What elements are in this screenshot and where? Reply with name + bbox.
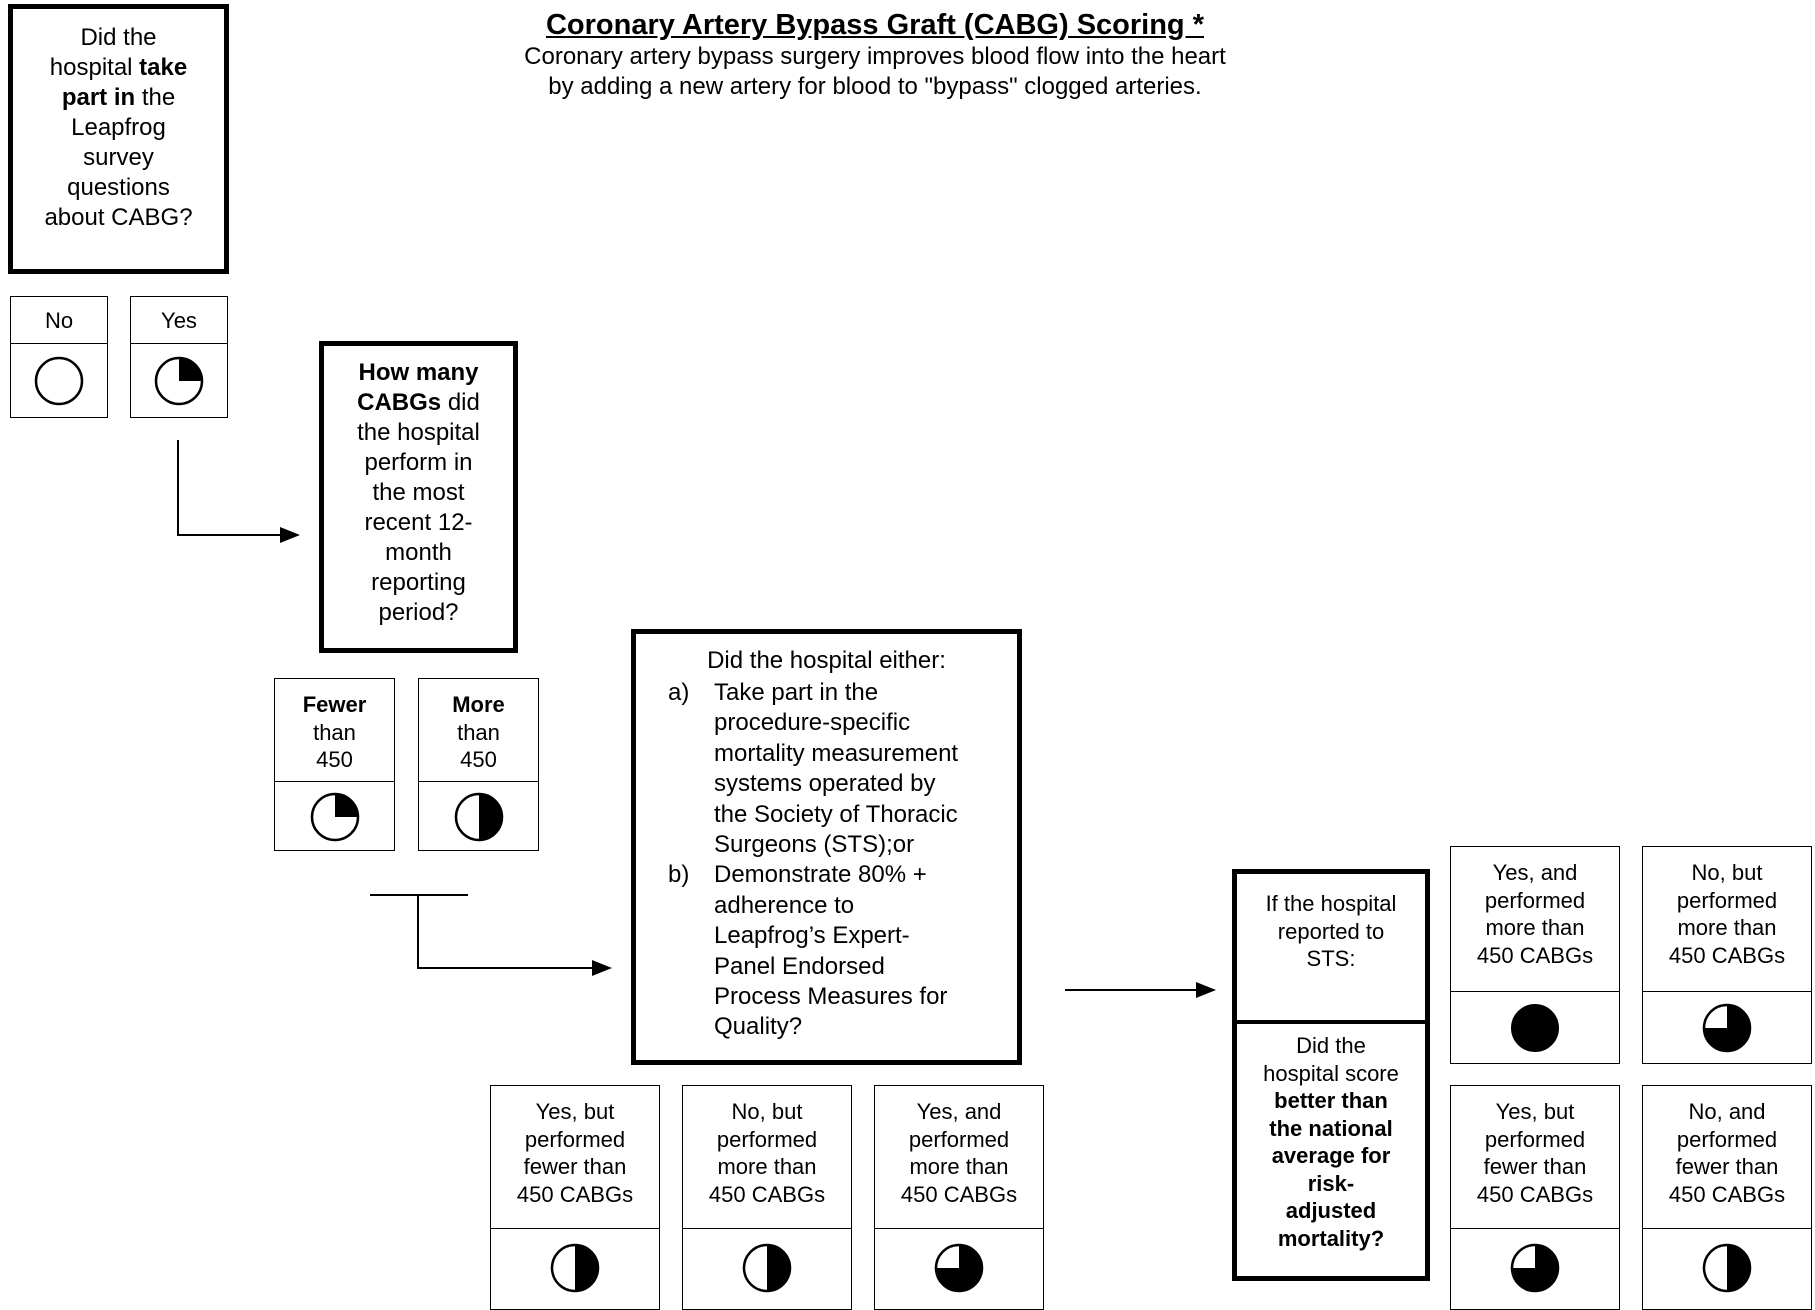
answer-label: Yes, and performed more than 450 CABGs xyxy=(900,1099,1018,1207)
connector-line xyxy=(417,894,419,968)
q3-option-a: a) Take part in the procedure-specific m… xyxy=(668,679,959,859)
half-filled-circle-icon xyxy=(683,1230,851,1306)
answer-label: No xyxy=(44,308,74,333)
q2-line: the hospital xyxy=(357,419,480,446)
connector-line xyxy=(417,967,593,969)
q1-line: hospital take xyxy=(49,54,188,81)
connector-line xyxy=(370,894,468,896)
q4-top-text: If the hospital reported to STS: xyxy=(1265,891,1397,971)
answer-box-no-and-fewer: No, and performed fewer than 450 CABGs xyxy=(1642,1085,1812,1310)
q3-intro: Did the hospital either: xyxy=(707,647,946,674)
answer-box-yes-but-fewer: Yes, but performed fewer than 450 CABGs xyxy=(1450,1085,1620,1310)
connector-line xyxy=(1065,989,1213,991)
q1-line: Leapfrog xyxy=(71,114,166,141)
arrow-right-icon xyxy=(280,527,300,543)
answer-label: Yes, and performed more than 450 CABGs xyxy=(1476,860,1594,968)
q1-line: part in the xyxy=(61,84,176,111)
answer-label: Yes, but performed fewer than 450 CABGs xyxy=(1476,1099,1594,1207)
connector-line xyxy=(177,534,282,536)
answer-label: No, but performed more than 450 CABGs xyxy=(1668,860,1786,968)
answer-label: Yes xyxy=(161,308,197,333)
answer-box-yes-but-fewer: Yes, but performed fewer than 450 CABGs xyxy=(490,1085,660,1310)
quarter-filled-circle-icon xyxy=(275,783,394,850)
q2-line: the most xyxy=(372,479,465,506)
q2-line: CABGs did xyxy=(357,389,480,416)
q2-line: period? xyxy=(378,599,459,626)
q3-option-b: b) Demonstrate 80% + adherence to Leapfr… xyxy=(668,861,948,1041)
three-quarter-filled-circle-icon xyxy=(1451,1230,1619,1306)
answer-box-more-than-450: More than 450 xyxy=(418,678,539,851)
q2-line: month xyxy=(385,539,452,566)
question-mortality-box: If the hospital reported to STS: Did the… xyxy=(1232,869,1430,1281)
answer-box-yes: Yes xyxy=(130,296,228,418)
q1-line: about CABG? xyxy=(44,204,193,231)
q2-line: reporting xyxy=(371,569,466,596)
q1-line: questions xyxy=(67,174,170,201)
answer-box-fewer-than-450: Fewer than 450 xyxy=(274,678,395,851)
answer-box-no-but-more: No, but performed more than 450 CABGs xyxy=(1642,846,1812,1064)
q4-bottom-text: Did the hospital score better than the n… xyxy=(1263,1033,1399,1251)
answer-label: Fewer than 450 xyxy=(302,692,367,772)
empty-circle-icon xyxy=(11,345,107,417)
answer-label: No, and performed fewer than 450 CABGs xyxy=(1668,1099,1786,1207)
answer-box-yes-and-more: Yes, and performed more than 450 CABGs xyxy=(1450,846,1620,1064)
full-filled-circle-icon xyxy=(1451,993,1619,1063)
q3-options-list: a) Take part in the procedure-specific m… xyxy=(668,678,1005,1043)
half-filled-circle-icon xyxy=(1643,1230,1811,1306)
header: Coronary Artery Bypass Graft (CABG) Scor… xyxy=(440,8,1310,102)
connector-line xyxy=(177,440,179,535)
q2-line: perform in xyxy=(364,449,473,476)
answer-box-no: No xyxy=(10,296,108,418)
question-participation-box: Did the hospital take part in the Leapfr… xyxy=(8,4,229,274)
page-subtitle-line2: by adding a new artery for blood to "byp… xyxy=(548,73,1202,100)
q1-line: survey xyxy=(83,144,154,171)
q2-line: recent 12- xyxy=(364,509,473,536)
answer-box-yes-and-more: Yes, and performed more than 450 CABGs xyxy=(874,1085,1044,1310)
three-quarter-filled-circle-icon xyxy=(875,1230,1043,1306)
page-subtitle-line1: Coronary artery bypass surgery improves … xyxy=(524,43,1226,70)
q2-line: How many xyxy=(358,359,479,386)
half-filled-circle-icon xyxy=(491,1230,659,1306)
question-volume-box: How many CABGs did the hospital perform … xyxy=(319,341,518,653)
arrow-right-icon xyxy=(592,960,612,976)
page-title: Coronary Artery Bypass Graft (CABG) Scor… xyxy=(545,9,1204,41)
answer-box-no-but-more: No, but performed more than 450 CABGs xyxy=(682,1085,852,1310)
arrow-right-icon xyxy=(1196,982,1216,998)
q1-line: Did the xyxy=(80,24,157,51)
answer-label: More than 450 xyxy=(452,692,505,772)
quarter-filled-circle-icon xyxy=(131,345,227,417)
half-filled-circle-icon xyxy=(419,783,538,850)
three-quarter-filled-circle-icon xyxy=(1643,993,1811,1063)
answer-label: No, but performed more than 450 CABGs xyxy=(708,1099,826,1207)
answer-label: Yes, but performed fewer than 450 CABGs xyxy=(516,1099,634,1207)
question-quality-measures-box: Did the hospital either: a) Take part in… xyxy=(631,629,1022,1065)
